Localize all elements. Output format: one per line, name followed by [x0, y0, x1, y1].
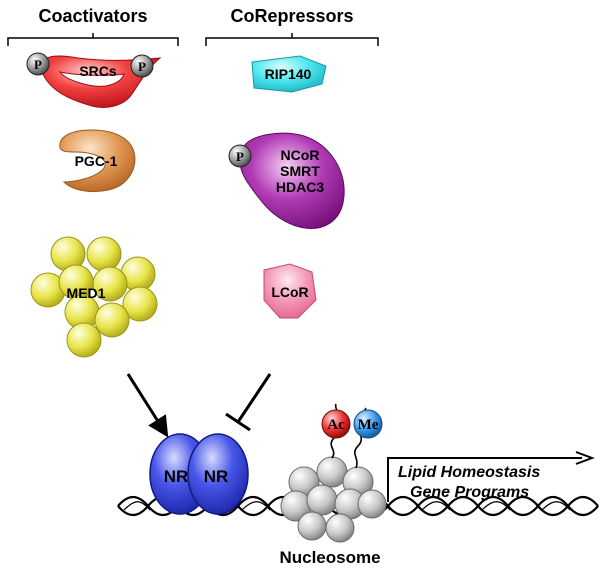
methyl-mark-icon: Me — [353, 409, 383, 439]
svg-text:Ac: Ac — [327, 417, 345, 433]
svg-text:P: P — [236, 149, 244, 164]
coactivators-bracket — [7, 37, 179, 46]
gene-programs-line1: Lipid Homeostasis — [398, 464, 540, 481]
activation-arrow — [126, 373, 169, 438]
nr-right-label: NR — [204, 467, 229, 486]
pgc1-protein — [59, 129, 136, 193]
coactivators-header: Coactivators — [38, 6, 147, 26]
ncor-complex-protein — [239, 132, 345, 229]
corepressors-header: CoRepressors — [230, 6, 353, 26]
svg-text:P: P — [138, 59, 146, 74]
ncor-phospho-icon: P — [228, 144, 252, 168]
srcs-phospho-left-icon: P — [26, 52, 50, 76]
gene-programs-line2: Gene Programs — [410, 484, 529, 501]
lcor-protein — [263, 263, 317, 319]
acetyl-mark-icon: Ac — [321, 409, 351, 439]
nr-left-label: NR — [164, 467, 189, 486]
transcription-arrow-line — [387, 457, 582, 502]
srcs-phospho-right-icon: P — [130, 54, 154, 78]
smrt-label: SMRT — [280, 163, 320, 179]
med1-protein — [30, 236, 158, 358]
rip140-protein — [251, 55, 327, 93]
med1-label: MED1 — [67, 285, 106, 301]
hdac3-label: HDAC3 — [276, 179, 324, 195]
ncor-label: NCoR — [281, 147, 320, 163]
pgc1-label: PGC-1 — [75, 153, 118, 169]
corepressors-bracket — [205, 37, 379, 46]
svg-text:Me: Me — [358, 417, 379, 433]
nr-dimer — [149, 433, 249, 515]
nucleosome — [280, 456, 387, 543]
repression-line — [236, 373, 272, 423]
rip140-label: RIP140 — [265, 66, 312, 82]
repression-bar — [225, 412, 251, 432]
nucleosome-label: Nucleosome — [279, 548, 380, 567]
srcs-label: SRCs — [79, 63, 117, 79]
svg-text:P: P — [34, 57, 42, 72]
transcription-arrow-head — [575, 451, 595, 465]
lcor-label: LCoR — [271, 284, 308, 300]
